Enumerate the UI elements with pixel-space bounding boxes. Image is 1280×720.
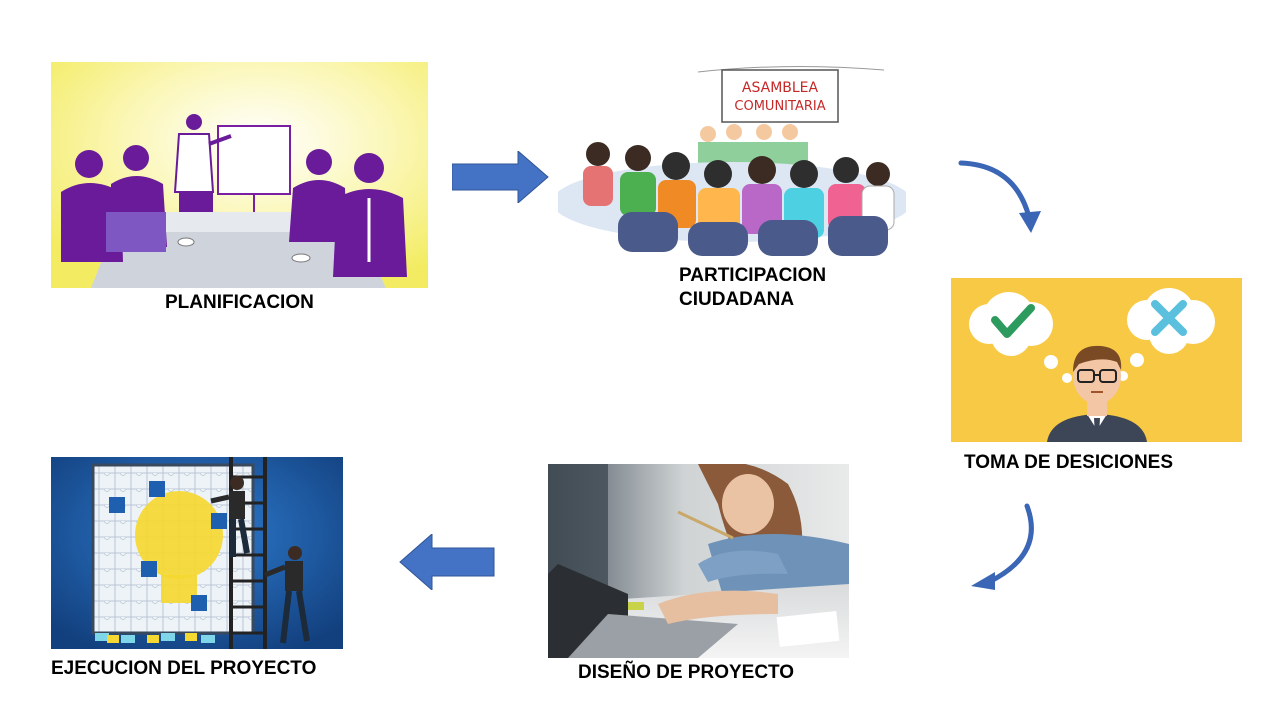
design-photo	[548, 464, 849, 658]
step-label-ejecucion-del-proyecto: EJECUCION DEL PROYECTO	[51, 658, 317, 679]
step-label-planificacion: PLANIFICACION	[165, 292, 314, 313]
arrow-left-icon	[398, 534, 496, 590]
execution-image	[51, 457, 343, 649]
curved-arrow-left-icon	[965, 502, 1045, 592]
svg-text:COMUNITARIA: COMUNITARIA	[734, 99, 825, 114]
curved-arrow-down-icon	[955, 155, 1045, 240]
decision-image	[951, 278, 1242, 442]
svg-text:ASAMBLEA: ASAMBLEA	[742, 80, 819, 96]
assembly-image: ASAMBLEA COMUNITARIA	[558, 62, 906, 258]
arrow-right-icon	[452, 151, 550, 203]
step-label-diseno-de-proyecto: DISEÑO DE PROYECTO	[578, 662, 795, 683]
planning-image	[51, 62, 428, 288]
step-label-toma-de-desiciones: TOMA DE DESICIONES	[964, 452, 1174, 473]
step-label-participacion: PARTICIPACION CIUDADANA	[679, 265, 827, 310]
